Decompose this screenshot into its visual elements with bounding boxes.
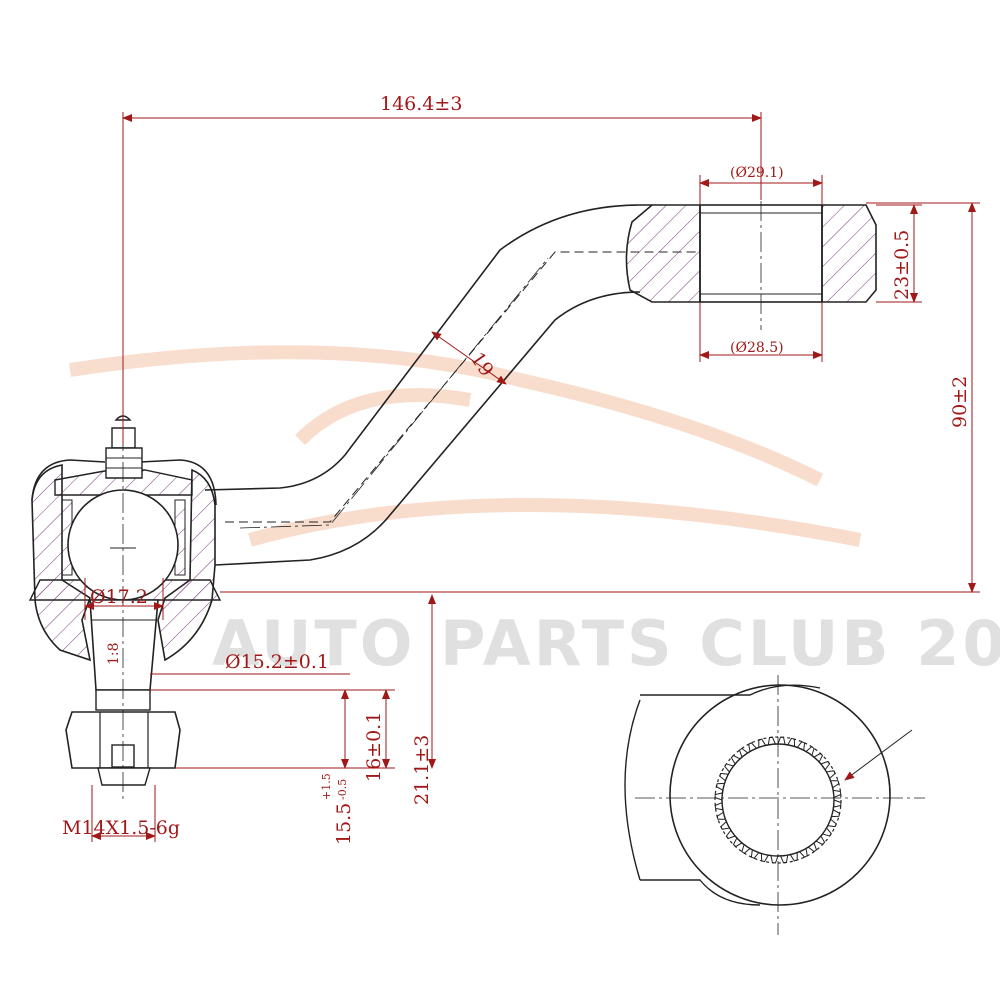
overall-length-label: 146.4±3	[380, 93, 462, 115]
ball-joint-section	[28, 400, 222, 800]
dimension-lines	[84, 112, 980, 842]
shank-length-label: 16±0.1	[363, 712, 385, 782]
taper-label: 1:8	[106, 642, 122, 665]
watermark-text: AUTO PARTS CLUB 2018	[212, 607, 1000, 680]
eye-height-label: 23±0.5	[891, 230, 913, 300]
thread-tol-upper-label: +1.5	[320, 773, 333, 800]
spline-detail-view	[624, 675, 925, 935]
thread-tol-lower-label: -0.5	[336, 779, 349, 800]
overall-height-label: 90±2	[949, 376, 971, 428]
eye-section	[625, 170, 877, 330]
eye-inner-diameter-label: (Ø28.5)	[730, 340, 784, 356]
thread-length-label: 15.5	[333, 803, 355, 845]
shank-diameter-label: Ø15.2±0.1	[225, 651, 329, 673]
ball-diameter-label: Ø17.2	[90, 586, 148, 608]
thread-spec-label: M14X1.5-6g	[62, 817, 180, 839]
spline-teeth	[714, 736, 842, 864]
eye-outer-diameter-label: (Ø29.1)	[730, 165, 784, 181]
total-stud-length-label: 21.1±3	[411, 735, 433, 805]
watermark-car-logo	[68, 345, 862, 547]
spline-tooth-profile	[714, 736, 842, 864]
